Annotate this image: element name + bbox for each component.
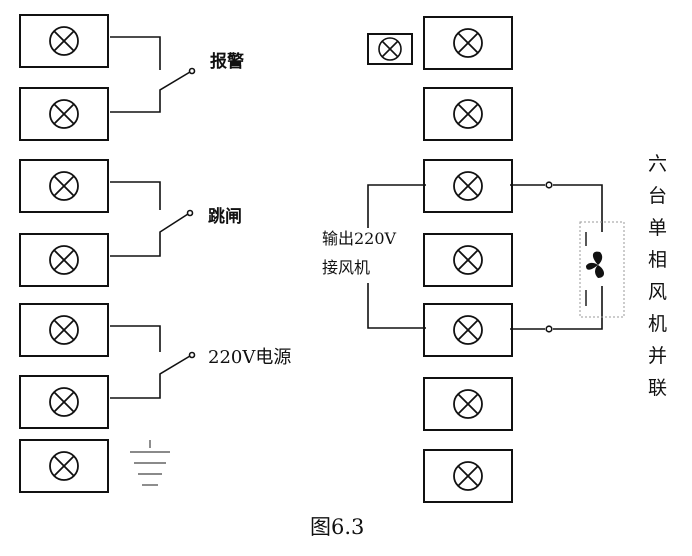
side-note-char: 联: [648, 377, 667, 399]
side-note-char: 机: [648, 313, 667, 335]
lamp-cross-circle-icon: [453, 99, 483, 129]
lamp-cross-circle-icon: [49, 451, 79, 481]
side-note-char: 六: [648, 153, 667, 175]
lamp-cross-circle-icon: [49, 387, 79, 417]
side-note-char: 相: [648, 249, 667, 271]
lamp-cross-circle-icon: [453, 461, 483, 491]
label-alarm: 报警: [210, 51, 244, 72]
label-output-line1: 输出220V: [322, 229, 397, 248]
side-note-char: 风: [648, 281, 667, 303]
side-note-char: 台: [648, 185, 667, 207]
lamp-cross-circle-icon: [49, 99, 79, 129]
lamp-cross-circle-icon: [49, 245, 79, 275]
relay-module: [423, 159, 513, 213]
lamp-cross-circle-icon: [453, 28, 483, 58]
lamp-cross-circle-icon: [453, 315, 483, 345]
relay-module: [423, 16, 513, 70]
relay-module: [423, 233, 513, 287]
relay-module: [19, 87, 109, 141]
lamp-cross-circle-icon: [49, 315, 79, 345]
lamp-cross-circle-icon: [49, 171, 79, 201]
relay-module: [19, 233, 109, 287]
relay-module: [423, 303, 513, 357]
label-output-line2: 接风机: [322, 258, 370, 277]
relay-modules: [19, 14, 513, 503]
relay-module: [423, 377, 513, 431]
relay-module: [423, 449, 513, 503]
lamp-cross-circle-icon: [453, 171, 483, 201]
side-note-char: 单: [648, 217, 667, 239]
label-trip: 跳闸: [208, 206, 242, 227]
relay-module: [19, 439, 109, 493]
side-note-char: 并: [648, 345, 667, 367]
relay-module: [423, 87, 513, 141]
label-power: 220V电源: [208, 347, 291, 368]
relay-module: [19, 14, 109, 68]
figure-caption: 图6.3: [310, 515, 364, 539]
small-lamp-icon: [367, 33, 413, 65]
lamp-cross-circle-icon: [49, 26, 79, 56]
fan-icon: [579, 221, 625, 318]
relay-module: [19, 159, 109, 213]
lamp-cross-circle-icon: [453, 245, 483, 275]
wiring: [110, 36, 603, 399]
relay-module: [19, 303, 109, 357]
lamp-cross-circle-icon: [453, 389, 483, 419]
ground-icon: [130, 440, 170, 486]
relay-module: [19, 375, 109, 429]
